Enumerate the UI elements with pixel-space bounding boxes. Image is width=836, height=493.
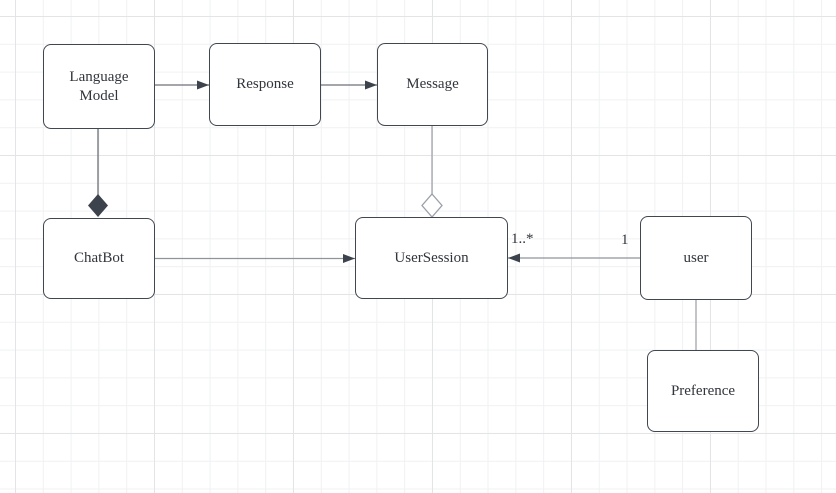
composition-diamond-icon [88,194,108,217]
node-label: Language Model [69,68,129,104]
node-label: UserSession [394,249,469,266]
node-user[interactable]: user [640,216,752,300]
multiplicity-label-usersession: 1..* [511,231,534,247]
node-label: ChatBot [73,250,124,267]
aggregation-diamond-icon [421,193,443,218]
node-language-model[interactable]: Language Model [43,44,155,129]
node-label: Message [406,76,459,93]
node-label: Preference [670,382,736,399]
node-label: Response [236,76,294,93]
node-usersession[interactable]: UserSession [355,217,508,299]
node-response[interactable]: Response [209,43,321,126]
node-label: user [683,249,709,266]
multiplicity-label-user: 1 [621,232,629,248]
node-chatbot[interactable]: ChatBot [43,218,155,299]
node-preference[interactable]: Preference [647,350,759,432]
node-message[interactable]: Message [377,43,488,126]
